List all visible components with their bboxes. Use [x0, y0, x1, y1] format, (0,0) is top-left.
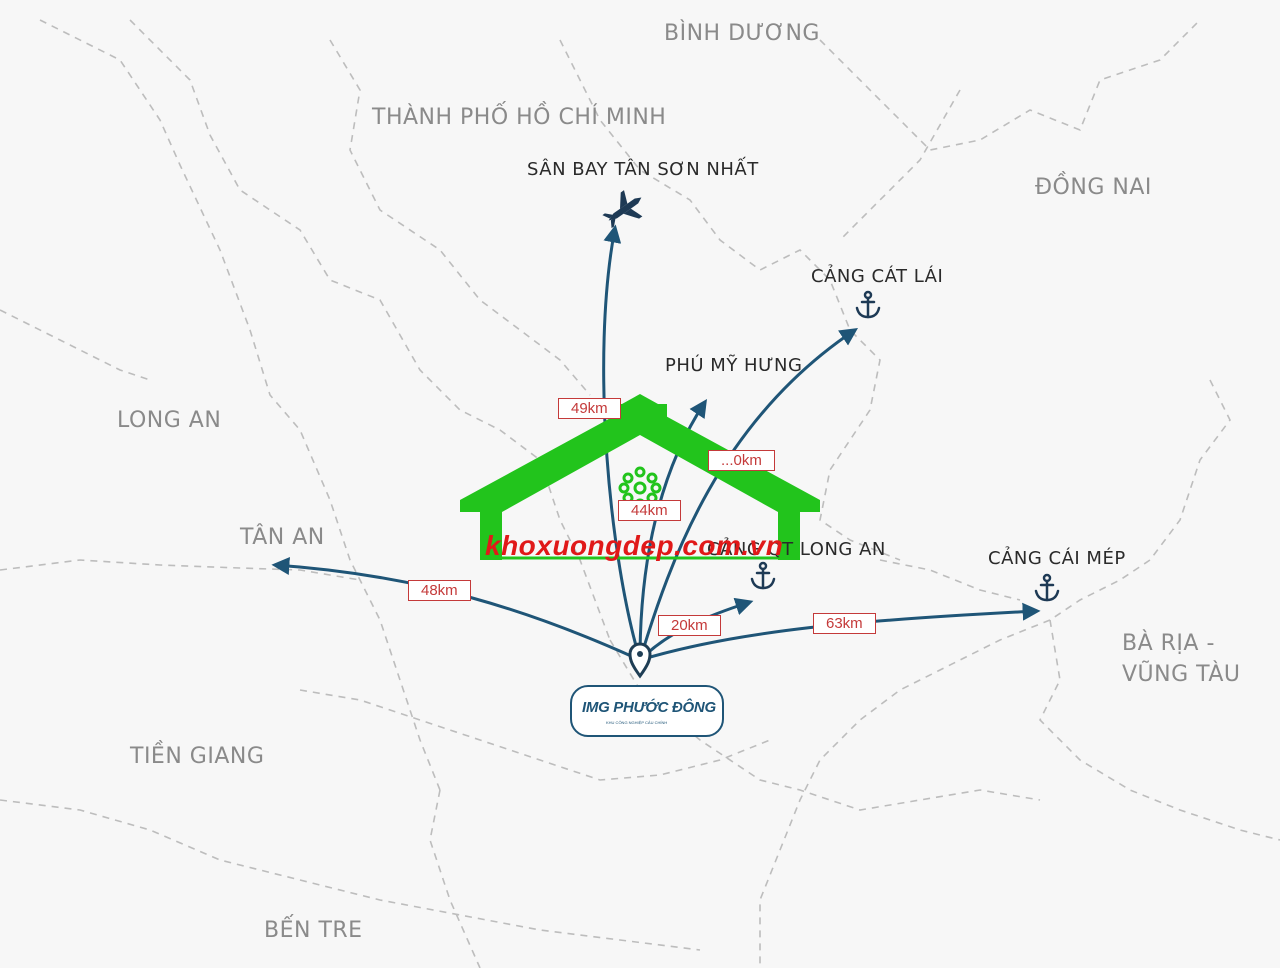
region-tien-giang: TIỀN GIANG	[130, 744, 265, 769]
distance-airport: 49km	[558, 398, 621, 419]
region-long-an: LONG AN	[117, 408, 222, 433]
house-watermark-icon	[460, 394, 820, 560]
place-airport: SÂN BAY TÂN SƠN NHẤT	[527, 159, 759, 180]
region-hcm: THÀNH PHỐ HỒ CHÍ MINH	[372, 105, 667, 130]
distance-cat-lai: ...0km	[708, 450, 775, 471]
region-ben-tre: BẾN TRE	[264, 918, 363, 943]
route-cai-mep	[639, 602, 1041, 662]
img-phuoc-dong-logo: IMG PHƯỚC ĐÔNG KHU CÔNG NGHIỆP CẢU CHÍNH	[570, 685, 724, 737]
location-pin-icon	[628, 642, 652, 679]
place-cai-mep: CẢNG CÁI MÉP	[988, 548, 1126, 569]
region-dong-nai: ĐỒNG NAI	[1035, 175, 1152, 200]
distance-qt-long-an: 20km	[658, 615, 721, 636]
distance-tan-an: 48km	[408, 580, 471, 601]
region-ba-ria-line-2: VŨNG TÀU	[1122, 662, 1241, 687]
routes	[271, 224, 1041, 662]
route-airport	[602, 224, 642, 661]
place-phu-my-hung: PHÚ MỸ HƯNG	[665, 355, 803, 376]
distance-phu-my-hung: 44km	[618, 500, 681, 521]
place-cat-lai: CẢNG CÁT LÁI	[811, 266, 944, 287]
route-cat-lai	[638, 328, 858, 661]
region-binh-duong: BÌNH DƯƠNG	[664, 21, 820, 46]
anchor-icon	[750, 561, 776, 590]
logo-subtitle: KHU CÔNG NGHIỆP CẢU CHÍNH	[606, 720, 668, 725]
anchor-icon	[855, 290, 881, 319]
logo-name: IMG PHƯỚC ĐÔNG	[582, 699, 716, 716]
boundary-lines	[0, 19, 1280, 968]
anchor-icon	[1034, 573, 1060, 602]
distance-cai-mep: 63km	[813, 613, 876, 634]
region-ba-ria-line-1: BÀ RỊA -	[1122, 631, 1215, 656]
place-qt-long-an: CẢNG QT LONG AN	[707, 539, 886, 560]
watermark-text: khoxuongdep.com.vn	[485, 530, 784, 561]
place-tan-an: TÂN AN	[240, 525, 325, 550]
airplane-icon	[602, 190, 643, 229]
